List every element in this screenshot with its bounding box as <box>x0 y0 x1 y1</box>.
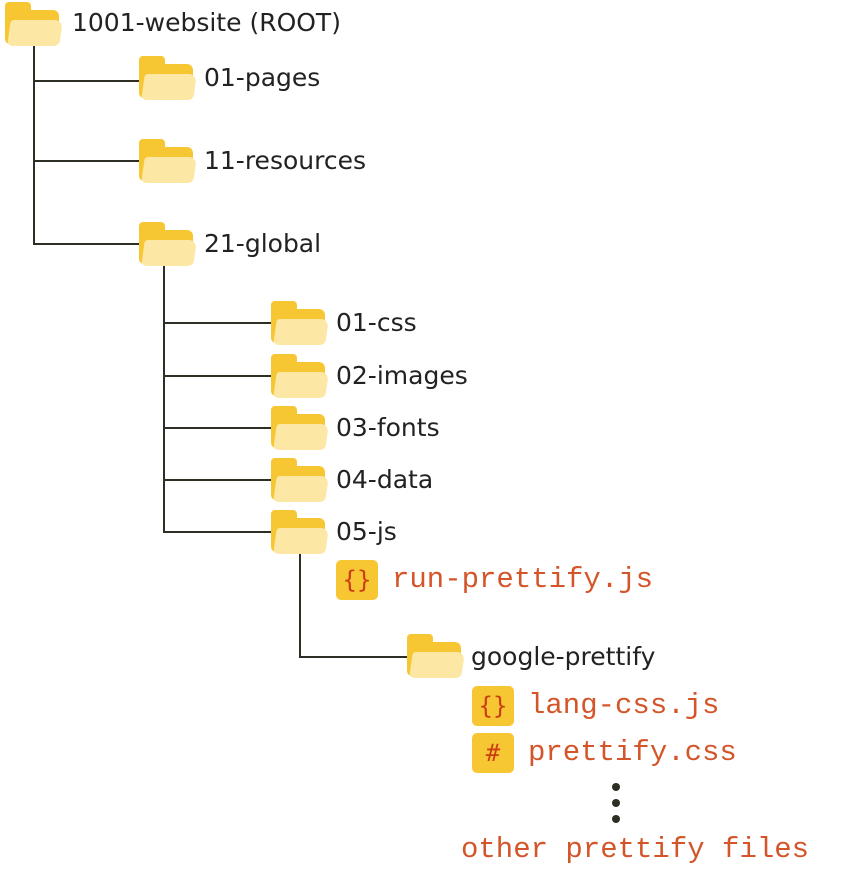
css-file-icon[interactable]: # <box>472 733 514 773</box>
folder-icon[interactable] <box>271 458 329 502</box>
folder-label-11-resources[interactable]: 11-resources <box>204 146 366 175</box>
folder-label-google-prettify[interactable]: google-prettify <box>471 642 656 671</box>
tree-line <box>163 322 273 324</box>
folder-label-04-data[interactable]: 04-data <box>336 465 434 494</box>
tree-line <box>163 479 273 481</box>
folder-icon[interactable] <box>271 406 329 450</box>
tree-line <box>163 266 165 533</box>
tree-line <box>163 427 273 429</box>
tree-line <box>33 80 141 82</box>
tree-line <box>33 243 141 245</box>
folder-icon[interactable] <box>271 354 329 398</box>
folder-icon[interactable] <box>271 510 329 554</box>
ellipsis-dot <box>612 815 620 823</box>
file-label-lang-css[interactable]: lang-css.js <box>528 689 720 722</box>
tree-line <box>299 552 301 658</box>
folder-icon[interactable] <box>407 634 465 678</box>
tree-line <box>163 375 273 377</box>
folder-icon[interactable] <box>139 222 197 266</box>
ellipsis-dot <box>612 799 620 807</box>
folder-icon[interactable] <box>5 2 63 46</box>
tree-line <box>299 656 409 658</box>
folder-label-01-pages[interactable]: 01-pages <box>204 63 321 92</box>
file-label-run-prettify[interactable]: run-prettify.js <box>392 563 654 596</box>
folder-label-21-global[interactable]: 21-global <box>204 229 322 258</box>
js-file-icon[interactable]: {} <box>472 686 514 726</box>
file-label-prettify-css[interactable]: prettify.css <box>528 736 737 769</box>
tree-line <box>163 531 273 533</box>
folder-label-02-images[interactable]: 02-images <box>336 361 468 390</box>
root-folder-label[interactable]: 1001-website (ROOT) <box>72 8 341 37</box>
other-files-label: other prettify files <box>461 833 810 866</box>
folder-icon[interactable] <box>139 139 197 183</box>
ellipsis-dot <box>612 783 620 791</box>
folder-label-03-fonts[interactable]: 03-fonts <box>336 413 440 442</box>
tree-line <box>33 160 141 162</box>
tree-line <box>33 42 35 245</box>
folder-label-01-css[interactable]: 01-css <box>336 308 417 337</box>
folder-icon[interactable] <box>139 56 197 100</box>
folder-icon[interactable] <box>271 301 329 345</box>
folder-label-05-js[interactable]: 05-js <box>336 517 397 546</box>
js-file-icon[interactable]: {} <box>336 560 378 600</box>
